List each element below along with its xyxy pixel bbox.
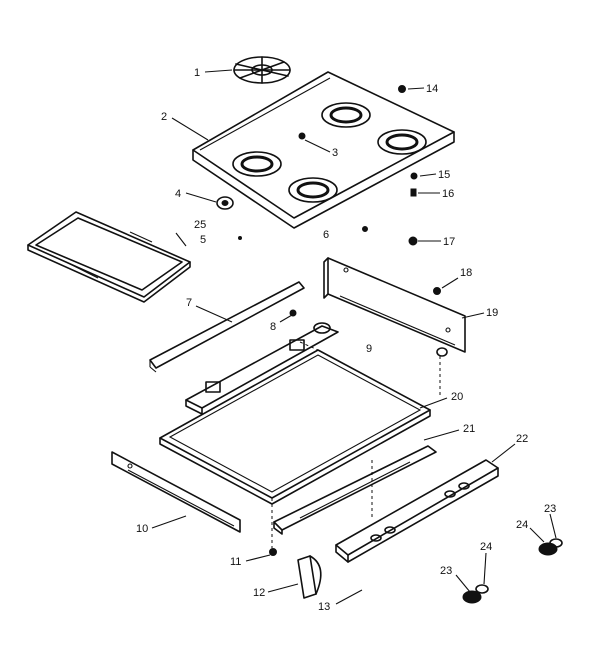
cooktop xyxy=(192,71,455,229)
drip-tray xyxy=(27,211,191,303)
part-labels: 1 2 3 4 14 15 16 25 5 6 17 18 7 19 8 9 2… xyxy=(136,67,556,613)
screw-3 xyxy=(298,132,306,140)
screw-18 xyxy=(433,287,441,295)
nut-11 xyxy=(269,548,277,556)
burner-grate xyxy=(233,56,291,84)
pin-5 xyxy=(238,236,242,240)
label-15: 15 xyxy=(438,169,450,181)
back-bracket xyxy=(323,257,466,357)
screw-6 xyxy=(362,226,368,232)
label-5: 5 xyxy=(200,234,206,246)
label-22: 22 xyxy=(516,433,528,445)
label-12: 12 xyxy=(253,587,265,599)
label-24-left: 24 xyxy=(480,541,492,553)
label-19: 19 xyxy=(486,307,498,319)
leader-lines xyxy=(151,69,557,605)
label-4: 4 xyxy=(175,188,181,200)
label-20: 20 xyxy=(451,391,463,403)
label-8: 8 xyxy=(270,321,276,333)
front-bracket xyxy=(273,445,437,535)
side-rail xyxy=(149,281,305,373)
washer-15 xyxy=(410,172,418,180)
screw-8 xyxy=(289,309,297,317)
label-3: 3 xyxy=(332,147,338,159)
label-10: 10 xyxy=(136,523,148,535)
screw-14 xyxy=(398,85,406,93)
control-knobs-right xyxy=(538,538,563,556)
label-18: 18 xyxy=(460,267,472,279)
valve-bracket xyxy=(185,322,339,415)
label-16: 16 xyxy=(442,188,454,200)
label-17: 17 xyxy=(443,236,455,248)
label-6: 6 xyxy=(323,229,329,241)
clip-16 xyxy=(410,188,417,197)
control-knobs-left xyxy=(462,584,489,604)
side-panel xyxy=(111,451,241,533)
label-14: 14 xyxy=(426,83,438,95)
label-24-right: 24 xyxy=(516,519,528,531)
manifold-panel xyxy=(335,459,499,563)
label-9: 9 xyxy=(366,343,372,355)
label-7: 7 xyxy=(186,297,192,309)
label-25: 25 xyxy=(194,219,206,231)
small-bracket xyxy=(297,555,322,599)
label-1: 1 xyxy=(194,67,200,79)
label-23-left: 23 xyxy=(440,565,452,577)
label-23-right: 23 xyxy=(544,503,556,515)
label-13: 13 xyxy=(318,601,330,613)
label-21: 21 xyxy=(463,423,475,435)
nut-17 xyxy=(408,236,418,246)
knob-4 xyxy=(216,196,234,210)
assembly-lines xyxy=(271,341,441,548)
burner-box xyxy=(159,349,431,505)
label-2: 2 xyxy=(161,111,167,123)
label-11: 11 xyxy=(230,556,241,568)
